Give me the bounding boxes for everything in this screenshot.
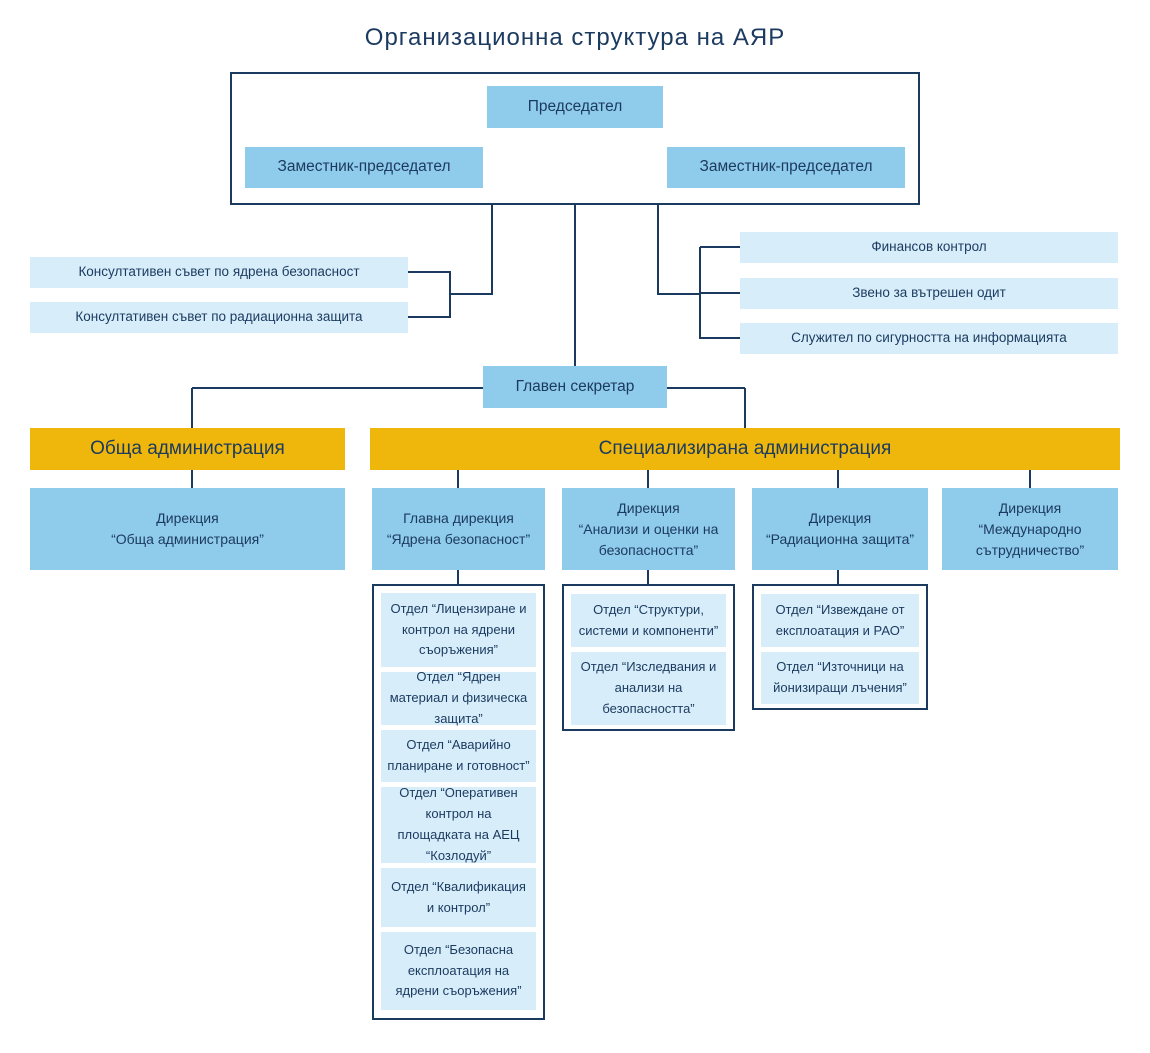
directorate-name: Дирекция: [808, 510, 872, 526]
directorate-name: Дирекция: [998, 499, 1062, 516]
departments-radiation-protection-group: Отдел “Извеждане от експлоатация и РАО” …: [752, 584, 928, 710]
department-box: Отдел “Оперативен контрол на площадката …: [381, 785, 536, 863]
directorate-quoted-name: “Ядрена безопасност”: [386, 531, 531, 547]
directorate-international-box: Дирекция “Международно сътрудничество”: [942, 488, 1118, 570]
general-administration-bar: Обща администрация: [30, 428, 345, 470]
advisory-council-nuclear-box: Консултативен съвет по ядрена безопаснос…: [30, 257, 408, 288]
department-box: Отдел “Аварийно планиране и готовност”: [381, 730, 536, 782]
department-box: Отдел “Извеждане от експлоатация и РАО”: [761, 594, 919, 647]
directorate-general-admin-box: Дирекция “Обща администрация”: [30, 488, 345, 570]
departments-safety-analyses-group: Отдел “Структури, системи и компоненти” …: [562, 584, 735, 731]
directorate-name: Дирекция: [156, 510, 219, 526]
directorate-name: Дирекция: [617, 499, 680, 516]
departments-nuclear-safety-group: Отдел “Лицензиране и контрол на ядрени с…: [372, 584, 545, 1020]
department-box: Отдел “Източници на йонизиращи лъчения”: [761, 652, 919, 704]
specialized-administration-bar: Специализирана администрация: [370, 428, 1120, 470]
department-box: Отдел “Изследвания и анализи на безопасн…: [571, 652, 726, 725]
deputy-chairman-right-box: Заместник-председател: [667, 147, 905, 188]
secretary-general-box: Главен секретар: [483, 366, 667, 408]
financial-control-box: Финансов контрол: [740, 232, 1118, 263]
directorate-safety-analyses-box: Дирекция “Анализи и оценки на безопаснос…: [562, 488, 735, 570]
directorate-quoted-name: “Обща администрация”: [111, 531, 264, 547]
directorate-name: Главна дирекция: [403, 510, 514, 526]
chairman-box: Председател: [487, 86, 663, 128]
chart-title: Организационна структура на АЯР: [364, 24, 786, 51]
department-box: Отдел “Ядрен материал и физическа защита…: [381, 669, 536, 726]
directorate-nuclear-safety-box: Главна дирекция “Ядрена безопасност”: [372, 488, 545, 570]
department-box: Отдел “Квалификация и контрол”: [381, 868, 536, 927]
directorate-quoted-name: “Анализи и оценки на безопасността”: [578, 520, 719, 558]
department-box: Отдел “Лицензиране и контрол на ядрени с…: [381, 593, 536, 667]
internal-audit-box: Звено за вътрешен одит: [740, 278, 1118, 309]
directorate-quoted-name: “Радиационна защита”: [765, 531, 915, 547]
directorate-radiation-protection-box: Дирекция “Радиационна защита”: [752, 488, 928, 570]
advisory-council-radiation-box: Консултативен съвет по радиационна защит…: [30, 302, 408, 333]
directorate-quoted-name: “Международно сътрудничество”: [975, 520, 1085, 558]
deputy-chairman-left-box: Заместник-председател: [245, 147, 483, 188]
information-security-officer-box: Служител по сигурността на информацията: [740, 323, 1118, 354]
leadership-frame: [230, 72, 920, 205]
department-box: Отдел “Безопасна експлоатация на ядрени …: [381, 932, 536, 1010]
department-box: Отдел “Структури, системи и компоненти”: [571, 594, 726, 647]
